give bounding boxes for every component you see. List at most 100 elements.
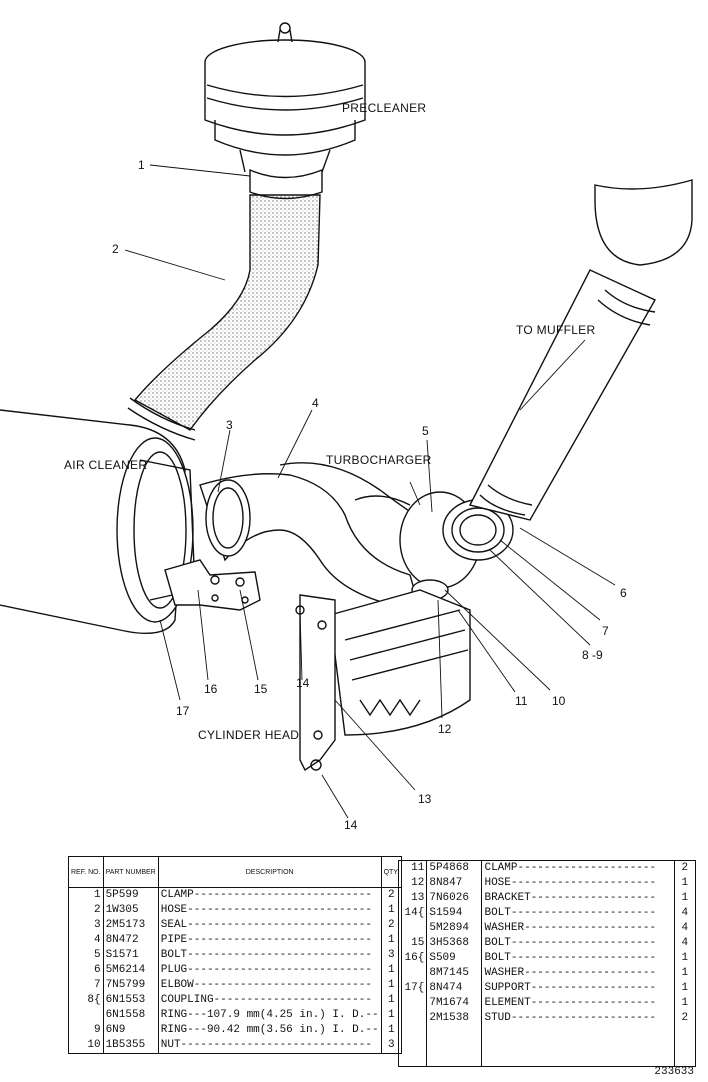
qty-cell: 4 (681, 907, 689, 919)
ref-cell: 11 (398, 860, 428, 876)
manifold-drawing (329, 589, 471, 736)
ref-cell: 14{ (398, 906, 428, 921)
part-number-cell: 1W305 (103, 903, 159, 918)
part-number-cell: 7N5799 (103, 978, 159, 993)
ref-cell: 9 (68, 1023, 104, 1038)
description-cell: SEAL---------------------------- (158, 918, 382, 933)
description-cell: RING---107.9 mm(4.25 in.) I. D.-- (158, 1008, 382, 1023)
ref-cell: 13 (398, 891, 428, 906)
part-number-cell: 7M1674 (426, 996, 483, 1011)
ref-cell: 7 (68, 978, 104, 993)
table-header-row: REF. NO. PART NUMBER DESCRIPTION QTY. (68, 856, 402, 888)
callout-14a: 14 (296, 676, 310, 690)
callout-6: 6 (620, 586, 627, 600)
ref-cell: 6 (68, 963, 104, 978)
description-cell: BOLT---------------------- (481, 906, 675, 921)
part-number-cell: 2M1538 (426, 1011, 483, 1026)
label-to-muffler: TO MUFFLER (516, 323, 596, 337)
ref-cell: 8{ (68, 993, 104, 1008)
description-cell: ELBOW--------------------------- (158, 978, 382, 993)
support-drawing (164, 559, 261, 611)
qty-cell: 3 (388, 1039, 395, 1051)
qty-cell: 2 (388, 919, 395, 931)
part-number-cell: 8M7145 (426, 966, 483, 981)
precleaner-drawing (204, 22, 366, 200)
bracket-drawing (295, 594, 336, 772)
part-number-cell: 6N1558 (103, 1008, 159, 1023)
description-cell: PIPE---------------------------- (158, 933, 382, 948)
figure-number: 233633 (654, 1066, 694, 1078)
callout-4: 4 (312, 396, 319, 410)
part-number-cell: S1594 (426, 906, 483, 921)
qty-cell: 1 (681, 967, 689, 979)
description-cell: PLUG---------------------------- (158, 963, 382, 978)
part-number-cell: 3H5368 (426, 936, 483, 951)
description-cell: HOSE---------------------------- (158, 903, 382, 918)
callout-3: 3 (226, 418, 233, 432)
header-description: DESCRIPTION (158, 856, 382, 888)
description-cell: NUT----------------------------- (158, 1038, 382, 1054)
description-cell: WASHER-------------------- (481, 921, 675, 936)
ref-cell: 5 (68, 948, 104, 963)
part-number-cell: S1571 (103, 948, 159, 963)
ref-cell (398, 996, 428, 1011)
label-cylinder-head: CYLINDER HEAD (198, 728, 300, 742)
qty-cell: 2 (388, 889, 395, 901)
callout-11: 11 (515, 694, 528, 708)
qty-cell: 1 (681, 997, 689, 1009)
callout-2: 2 (112, 242, 119, 256)
ref-cell (398, 921, 428, 936)
qty-cell: 1 (388, 964, 395, 976)
qty-cell: 4 (681, 937, 689, 949)
ref-cell: 15 (398, 936, 428, 951)
label-precleaner: PRECLEANER (342, 101, 427, 115)
callout-12: 12 (438, 722, 452, 736)
part-number-cell: 8N474 (426, 981, 483, 996)
callout-7: 7 (602, 624, 609, 638)
ref-cell: 17{ (398, 981, 428, 996)
table-filler-row (398, 1026, 696, 1067)
qty-cell: 1 (681, 892, 689, 904)
description-cell: BOLT---------------------- (481, 936, 675, 951)
callout-15: 15 (254, 682, 268, 696)
qty-cell: 1 (388, 1024, 395, 1036)
label-turbocharger: TURBOCHARGER (326, 453, 432, 467)
exhaust-pipe-drawing (468, 179, 693, 521)
ref-cell: 1 (68, 887, 104, 903)
ref-cell (398, 1011, 428, 1026)
callout-1: 1 (138, 158, 145, 172)
ref-cell: 2 (68, 903, 104, 918)
part-number-cell: 1B5355 (103, 1038, 159, 1054)
description-cell: STUD---------------------- (481, 1011, 675, 1026)
header-qty: QTY. (381, 856, 402, 888)
callout-8-9: 8 -9 (582, 648, 603, 662)
part-number-cell: 5P599 (103, 887, 159, 903)
description-cell: RING---90.42 mm(3.56 in.) I. D.-- (158, 1023, 382, 1038)
leader-lines (124, 164, 616, 819)
part-number-cell: 2M5173 (103, 918, 159, 933)
qty-cell: 1 (388, 904, 395, 916)
description-cell: BOLT---------------------------- (158, 948, 382, 963)
description-cell: SUPPORT------------------- (481, 981, 675, 996)
description-cell: HOSE---------------------- (481, 876, 675, 891)
pipe-drawing (199, 462, 421, 611)
callout-17: 17 (176, 704, 190, 718)
description-cell: WASHER-------------------- (481, 966, 675, 981)
